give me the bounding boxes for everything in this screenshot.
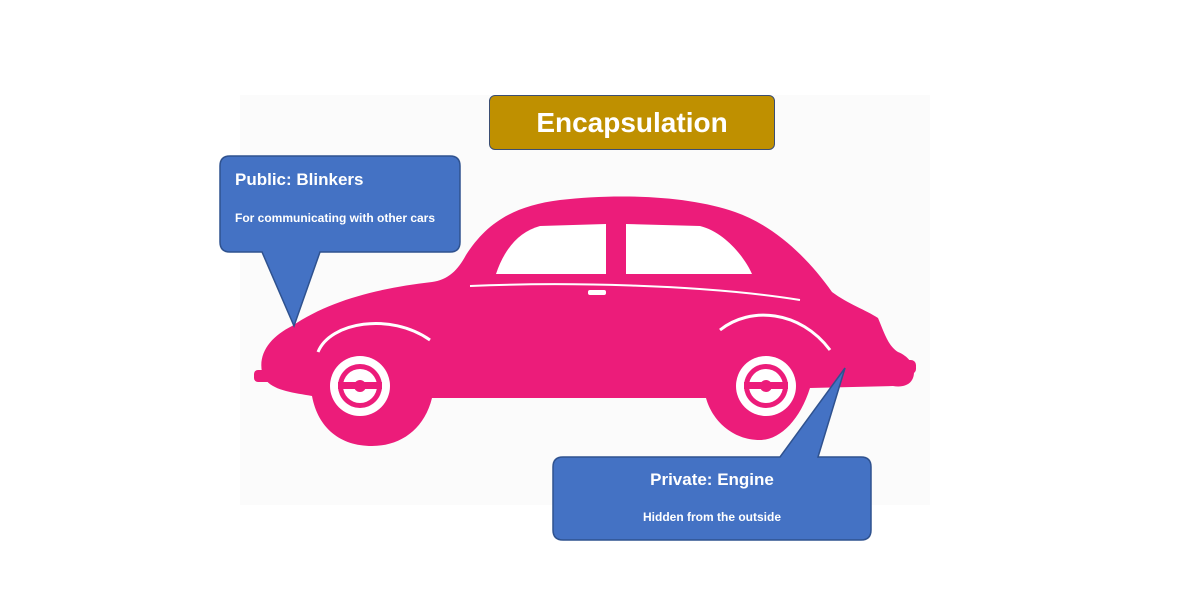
title-box: Encapsulation: [489, 95, 775, 150]
door-handle: [588, 290, 606, 295]
front-wheel: [330, 356, 390, 416]
fender-highlight-rear: [719, 313, 832, 351]
body-trim-line: [469, 283, 801, 301]
rear-wheel: [736, 356, 796, 416]
front-bumper: [254, 370, 294, 382]
rear-bumper: [872, 360, 916, 374]
private-callout-description: Hidden from the outside: [643, 510, 781, 524]
public-callout-description: For communicating with other cars: [235, 211, 436, 225]
front-window: [496, 224, 606, 274]
car-illustration: [254, 196, 916, 446]
public-callout-heading: Public: Blinkers: [235, 170, 364, 189]
public-callout-shape: [219, 155, 461, 329]
private-callout-shape: [552, 367, 872, 541]
rear-window: [626, 224, 752, 274]
diagram-title: Encapsulation: [536, 106, 728, 138]
private-callout-heading: Private: Engine: [650, 470, 774, 489]
fender-highlight-front: [316, 321, 431, 353]
